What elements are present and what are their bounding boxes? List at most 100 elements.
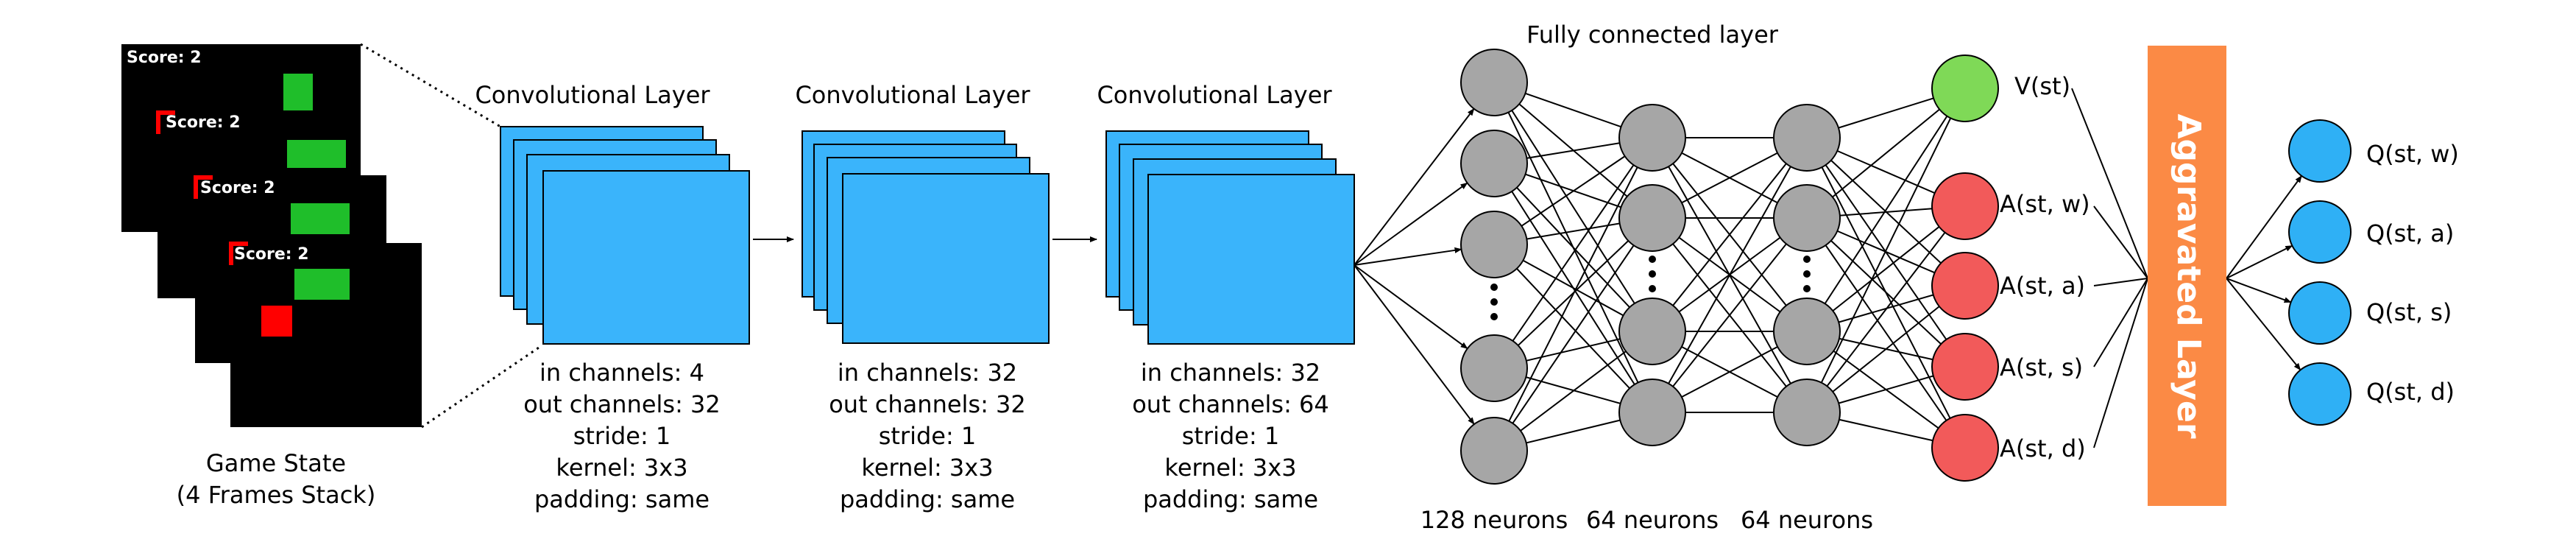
frame-score-label: Score: 2 — [127, 49, 202, 67]
conv-to-fc-edge — [1354, 182, 1468, 266]
q-value-node — [2288, 119, 2352, 183]
advantage-label-d: A(st, d) — [2000, 434, 2086, 462]
ellipsis-dots-1 — [1490, 284, 1498, 320]
aggregation-output-edge — [2226, 278, 2301, 371]
layer-size-captions: 128 neurons 64 neurons 64 neurons — [1420, 506, 1873, 534]
advantage-node — [1931, 333, 1999, 401]
neuron — [1460, 334, 1528, 402]
value-node — [1931, 54, 1999, 122]
value-stream-label: V(st) — [2014, 72, 2070, 100]
conv-param-stride: stride: 1 — [573, 422, 671, 450]
conv-param-in-channels: in channels: 32 — [1141, 359, 1320, 387]
fc-layer-1-caption: 128 neurons — [1420, 506, 1568, 534]
conv-param-padding: padding: same — [1143, 485, 1318, 513]
game-frame-4: Score: 2 — [229, 242, 422, 427]
feature-map — [842, 173, 1050, 344]
conv-layer-params: in channels: 32 out channels: 32 stride:… — [829, 359, 1026, 513]
snake-head-marker — [194, 175, 213, 199]
snake-head-marker — [229, 242, 248, 265]
q-label-a: Q(st, a) — [2366, 219, 2454, 247]
fc-edge — [1652, 217, 1808, 413]
neuron — [1460, 417, 1528, 485]
fc-edge — [1493, 244, 1653, 413]
game-food-block — [283, 74, 313, 112]
advantage-label-s: A(st, s) — [2000, 353, 2083, 381]
network-nodes — [1460, 49, 2352, 485]
frame-score-label: Score: 2 — [200, 179, 275, 197]
fully-connected-title: Fully connected layer — [1526, 21, 1779, 49]
game-snake-block — [261, 306, 292, 337]
conv-to-fc-edge — [1354, 264, 1468, 350]
fc-edge — [1806, 137, 1966, 367]
projection-line-top — [360, 43, 501, 128]
feature-map — [1147, 174, 1355, 345]
conv-layer-title: Convolutional Layer — [1097, 81, 1332, 109]
fc-edge — [1493, 82, 1653, 332]
conv-to-fc-edge — [1354, 264, 1475, 425]
aggregation-layer-box — [2148, 46, 2226, 506]
aggregation-layer: Aggravated Layer — [2148, 46, 2226, 506]
advantage-node — [1931, 172, 1999, 240]
fc-edge — [1806, 137, 1966, 286]
neuron — [1618, 379, 1686, 446]
conv-param-stride: stride: 1 — [1182, 422, 1280, 450]
neuron — [1460, 49, 1528, 116]
conv-param-out-channels: out channels: 32 — [829, 390, 1026, 418]
game-food-block — [287, 140, 346, 168]
fc-edge — [1806, 88, 1966, 332]
conv-param-padding: padding: same — [840, 485, 1015, 513]
q-value-node — [2288, 362, 2352, 426]
fc-layer-2-caption: 64 neurons — [1586, 506, 1719, 534]
conv-layer-title: Convolutional Layer — [795, 81, 1030, 109]
conv-param-in-channels: in channels: 32 — [838, 359, 1017, 387]
conv-layer-title: Convolutional Layer — [475, 81, 710, 109]
aggregation-output-edge — [2226, 244, 2293, 279]
aggregation-input-lines — [2071, 88, 2148, 448]
conv-layer-1: Convolutional Layer in channels: 4 out c… — [475, 81, 750, 513]
q-label-w: Q(st, w) — [2366, 140, 2459, 168]
conv-param-out-channels: out channels: 32 — [523, 390, 721, 418]
game-food-block — [291, 203, 350, 234]
game-state-stack: Score: 2 Score: 2 Score: 2 Score: 2 Game… — [121, 44, 422, 509]
fc-edge — [1652, 137, 1808, 332]
conv-param-kernel: kernel: 3x3 — [1164, 454, 1296, 482]
q-value-labels: Q(st, w) Q(st, a) Q(st, s) Q(st, d) — [2366, 140, 2459, 406]
neuron — [1773, 298, 1841, 365]
neuron — [1773, 379, 1841, 446]
conv-to-fc-edge — [1354, 247, 1462, 266]
fc-edge — [1493, 217, 1653, 451]
ellipsis-dots-3 — [1803, 256, 1811, 292]
aggregation-layer-label: Aggravated Layer — [2170, 113, 2207, 438]
frame-score-label: Score: 2 — [166, 113, 241, 132]
advantage-node — [1931, 414, 1999, 482]
fc-edge — [1493, 163, 1653, 332]
fc-edge — [1806, 88, 1966, 219]
conv-param-stride: stride: 1 — [879, 422, 977, 450]
frame-score-label: Score: 2 — [234, 245, 309, 264]
game-state-caption-line2: (4 Frames Stack) — [177, 481, 376, 509]
feature-map — [542, 170, 750, 345]
conv-layer-3: Convolutional Layer in channels: 32 out … — [1097, 81, 1355, 513]
conv-layer-params: in channels: 32 out channels: 64 stride:… — [1132, 359, 1329, 513]
fc-edge — [1493, 137, 1653, 451]
fc-edge — [1493, 137, 1653, 369]
neuron — [1773, 184, 1841, 252]
conv-param-out-channels: out channels: 64 — [1132, 390, 1329, 418]
ellipsis-dots-2 — [1649, 256, 1656, 292]
game-state-caption-line1: Game State — [206, 449, 346, 477]
q-value-node — [2288, 200, 2352, 264]
q-label-s: Q(st, s) — [2366, 298, 2452, 326]
neuron — [1618, 104, 1686, 172]
conv-to-fc-edge — [1354, 108, 1475, 266]
conv-layer-2: Convolutional Layer in channels: 32 out … — [795, 81, 1050, 513]
fc-edge — [1806, 88, 1966, 413]
aggregation-output-edge — [2226, 278, 2292, 303]
advantage-node — [1931, 252, 1999, 320]
game-food-block — [294, 269, 350, 300]
fc-edge — [1652, 137, 1808, 413]
neuron — [1618, 184, 1686, 252]
neuron — [1460, 211, 1528, 278]
snake-head-marker — [156, 110, 175, 134]
fc-layer-3-caption: 64 neurons — [1741, 506, 1873, 534]
